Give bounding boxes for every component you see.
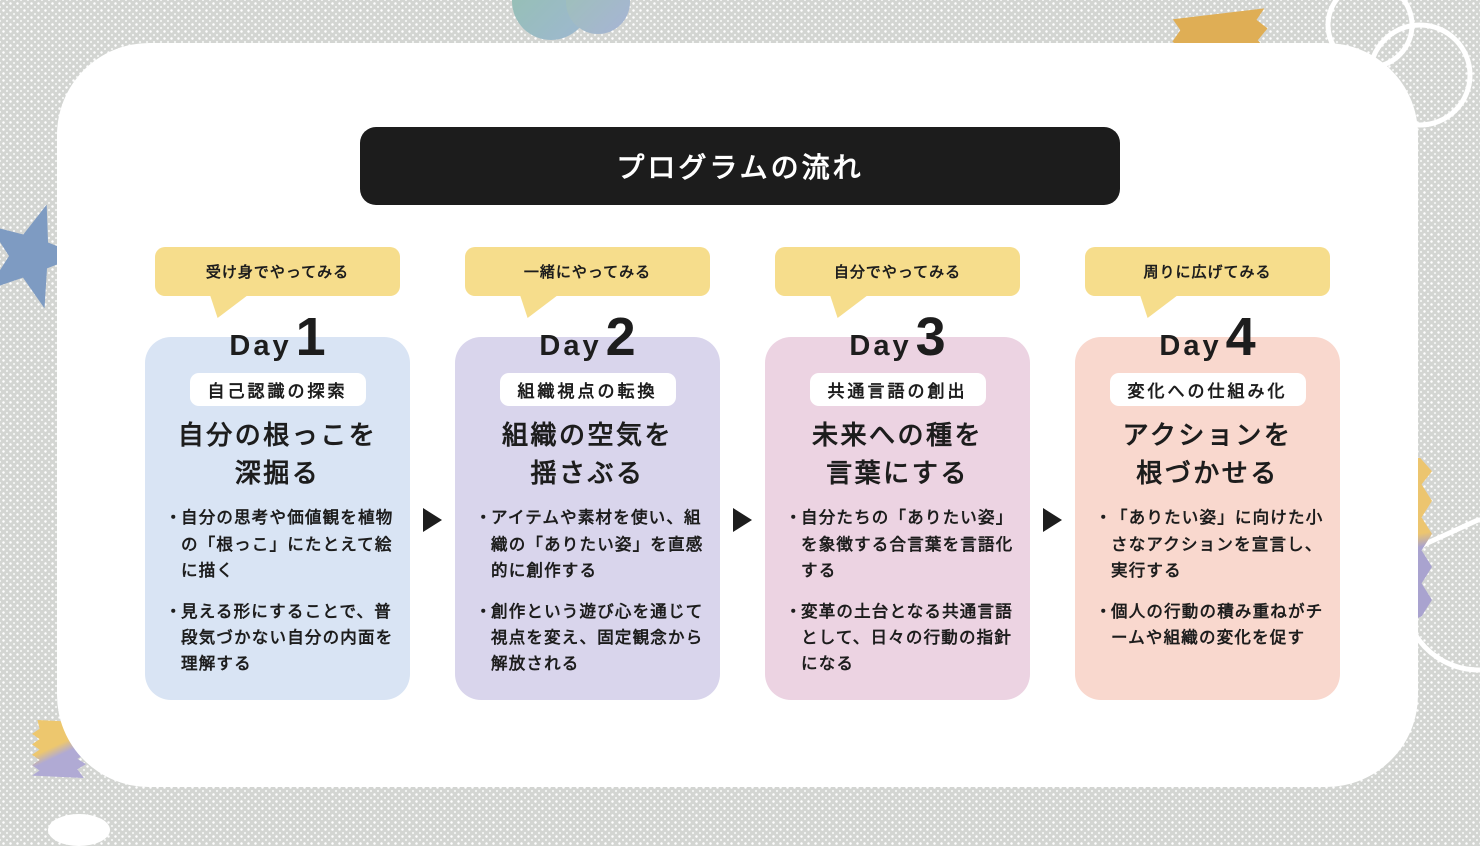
- day-number: 3: [915, 307, 946, 367]
- day4-card-title: アクションを 根づかせる: [1122, 420, 1293, 488]
- bullet-icon: ・: [475, 509, 493, 528]
- day-number: 1: [295, 307, 326, 367]
- list-item: ・ 自分たちの「ありたい姿」を象徴する合言葉を言語化する: [785, 505, 1016, 584]
- day1-phase-bubble: 受け身でやってみる: [155, 247, 400, 318]
- day2-badge: 組織視点の転換: [499, 373, 676, 406]
- day-word: Day: [229, 330, 292, 362]
- day2-column: 一緒にやってみる Day2 組織視点の転換 組織の空気を 揺さぶる ・ アイテム…: [455, 247, 720, 700]
- day1-bullet-list: ・ 自分の思考や価値観を植物の「根っこ」にたとえて絵に描く ・ 見える形にするこ…: [165, 505, 396, 677]
- day4-badge: 変化への仕組み化: [1109, 373, 1306, 406]
- day3-badge: 共通言語の創出: [809, 373, 986, 406]
- day-number: 2: [605, 307, 636, 367]
- arrow-right-icon: [733, 508, 752, 532]
- day2-card: 組織視点の転換 組織の空気を 揺さぶる ・ アイテムや素材を使い、組織の「ありた…: [455, 337, 720, 700]
- day1-card-title: 自分の根っこを 深掘る: [177, 420, 378, 488]
- day4-phase-bubble: 周りに広げてみる: [1085, 247, 1330, 318]
- dot-decoration-icon: [48, 814, 110, 846]
- day2-phase-bubble: 一緒にやってみる: [465, 247, 710, 318]
- list-item: ・ 変革の土台となる共通言語として、日々の行動の指針になる: [785, 599, 1016, 678]
- list-item: ・ 個人の行動の積み重ねがチームや組織の変化を促す: [1095, 599, 1326, 652]
- day1-phase-label: 受け身でやってみる: [205, 264, 350, 281]
- list-item: ・ 創作という遊び心を通じて視点を変え、固定観念から解放される: [475, 599, 706, 678]
- day3-bullet-list: ・ 自分たちの「ありたい姿」を象徴する合言葉を言語化する ・ 変革の土台となる共…: [785, 505, 1016, 677]
- page-title-text: プログラムの流れ: [616, 152, 864, 183]
- day2-bullet-list: ・ アイテムや素材を使い、組織の「ありたい姿」を直感的に創作する ・ 創作という…: [475, 505, 706, 677]
- day1-badge: 自己認識の探索: [189, 373, 366, 406]
- bullet-icon: ・: [475, 602, 493, 621]
- day4-phase-label: 周りに広げてみる: [1143, 264, 1272, 281]
- bullet-icon: ・: [165, 509, 183, 528]
- day2-phase-label: 一緒にやってみる: [523, 264, 652, 281]
- day-word: Day: [849, 330, 912, 362]
- bullet-icon: ・: [1095, 602, 1113, 621]
- day3-column: 自分でやってみる Day3 共通言語の創出 未来への種を 言葉にする ・ 自分た…: [765, 247, 1030, 700]
- arrow-right-icon: [423, 508, 442, 532]
- bullet-icon: ・: [785, 509, 803, 528]
- page-title: プログラムの流れ: [360, 127, 1120, 205]
- bullet-icon: ・: [1095, 509, 1113, 528]
- list-item: ・ 見える形にすることで、普段気づかない自分の内面を理解する: [165, 599, 396, 678]
- day3-phase-label: 自分でやってみる: [833, 264, 962, 281]
- day2-heading: Day2: [455, 310, 720, 364]
- day4-bullet-list: ・ 「ありたい姿」に向けた小さなアクションを宣言し、実行する ・ 個人の行動の積…: [1095, 505, 1326, 651]
- day-word: Day: [539, 330, 602, 362]
- day4-card: 変化への仕組み化 アクションを 根づかせる ・ 「ありたい姿」に向けた小さなアク…: [1075, 337, 1340, 700]
- day-word: Day: [1159, 330, 1222, 362]
- day3-heading: Day3: [765, 310, 1030, 364]
- day3-phase-bubble: 自分でやってみる: [775, 247, 1020, 318]
- day1-column: 受け身でやってみる Day1 自己認識の探索 自分の根っこを 深掘る ・ 自分の…: [145, 247, 410, 700]
- arrow-right-icon: [1043, 508, 1062, 532]
- day3-card-title: 未来への種を 言葉にする: [811, 420, 983, 488]
- list-item: ・ アイテムや素材を使い、組織の「ありたい姿」を直感的に創作する: [475, 505, 706, 584]
- slide-panel: プログラムの流れ 受け身でやってみる Day1 自己認識の探索 自分の根っこを …: [57, 43, 1418, 787]
- list-item: ・ 「ありたい姿」に向けた小さなアクションを宣言し、実行する: [1095, 505, 1326, 584]
- day2-card-title: 組織の空気を 揺さぶる: [501, 420, 673, 488]
- bullet-icon: ・: [785, 602, 803, 621]
- day4-heading: Day4: [1075, 310, 1340, 364]
- day-number: 4: [1225, 307, 1256, 367]
- day3-card: 共通言語の創出 未来への種を 言葉にする ・ 自分たちの「ありたい姿」を象徴する…: [765, 337, 1030, 700]
- day4-column: 周りに広げてみる Day4 変化への仕組み化 アクションを 根づかせる ・ 「あ…: [1075, 247, 1340, 700]
- list-item: ・ 自分の思考や価値観を植物の「根っこ」にたとえて絵に描く: [165, 505, 396, 584]
- day1-heading: Day1: [145, 310, 410, 364]
- bullet-icon: ・: [165, 602, 183, 621]
- day1-card: 自己認識の探索 自分の根っこを 深掘る ・ 自分の思考や価値観を植物の「根っこ」…: [145, 337, 410, 700]
